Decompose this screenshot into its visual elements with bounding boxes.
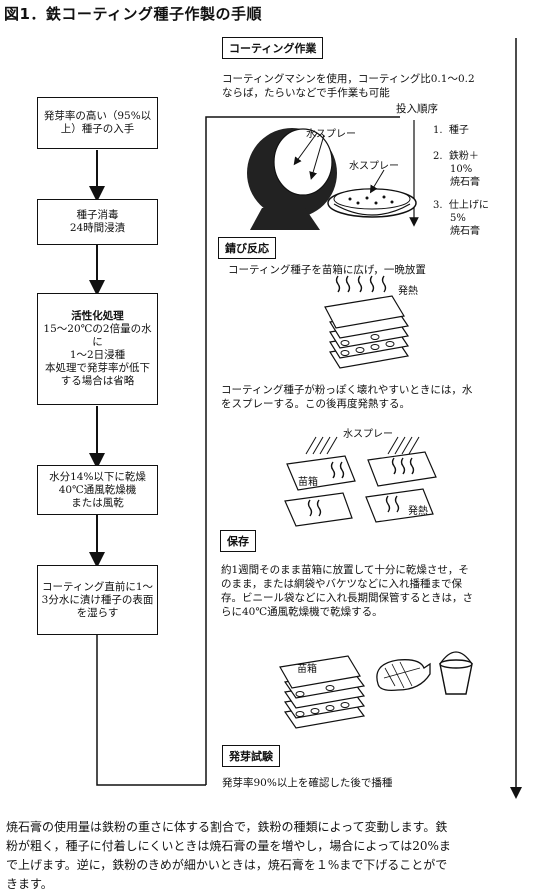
- order-step-2: 2. 鉄粉＋ 10% 焼石膏: [433, 151, 480, 188]
- net-bag-icon: [376, 659, 431, 692]
- basin-illustration: [327, 169, 417, 218]
- order-step-1: 1. 種子: [433, 125, 469, 136]
- rust-description-2: コーティング種子が粉っぽく壊れやすいときには，水をスプレーする。この後再度発熱す…: [221, 384, 473, 410]
- connector-bottom: [96, 635, 206, 786]
- heat-label-1: 発熱: [398, 286, 418, 297]
- coating-section-tag: コーティング作業: [222, 37, 324, 59]
- spray-label-2: 水スプレー: [349, 161, 399, 172]
- stacked-trays-illustration: [324, 275, 410, 369]
- storage-section-tag: 保存: [220, 530, 256, 552]
- germination-description: 発芽率90%以上を確認した後で播種: [222, 777, 393, 789]
- order-step-3: 3. 仕上げに 5% 焼石膏: [433, 200, 489, 237]
- connector-right: [205, 116, 400, 785]
- bucket-icon: [439, 651, 473, 695]
- tray-label-1: 苗箱: [298, 477, 318, 488]
- heat-label-2: 発熱: [408, 506, 428, 517]
- step-moistening: コーティング直前に1～3分水に漬け種子の表面を湿らす: [37, 565, 158, 635]
- tray-label-2: 苗箱: [297, 664, 317, 675]
- step-seed-acquisition: 発芽率の高い（95%以上）種子の入手: [37, 97, 158, 149]
- figure-title: 図1．鉄コーティング種子作製の手順: [4, 5, 263, 23]
- footer-note: 焼石膏の使用量は鉄粉の重さに体する割合で，鉄粉の種類によって変動します。鉄粉が粗…: [6, 820, 451, 891]
- spray-label-1: 水スプレー: [306, 129, 356, 140]
- storage-trays-illustration: [279, 655, 366, 729]
- germination-section-tag: 発芽試験: [222, 745, 280, 767]
- rust-section-tag: 錆び反応: [218, 237, 276, 259]
- spray-label-3: 水スプレー: [343, 429, 393, 440]
- rust-description-1: コーティング種子を苗箱に広げ，一晩放置: [228, 264, 426, 276]
- storage-description: 約1週間そのまま苗箱に放置して十分に乾燥させ，そのまま，または網袋やバケツなどに…: [221, 564, 473, 618]
- spread-trays-illustration: [284, 436, 437, 527]
- coating-machine-illustration: [247, 128, 337, 230]
- order-title: 投入順序: [396, 103, 438, 115]
